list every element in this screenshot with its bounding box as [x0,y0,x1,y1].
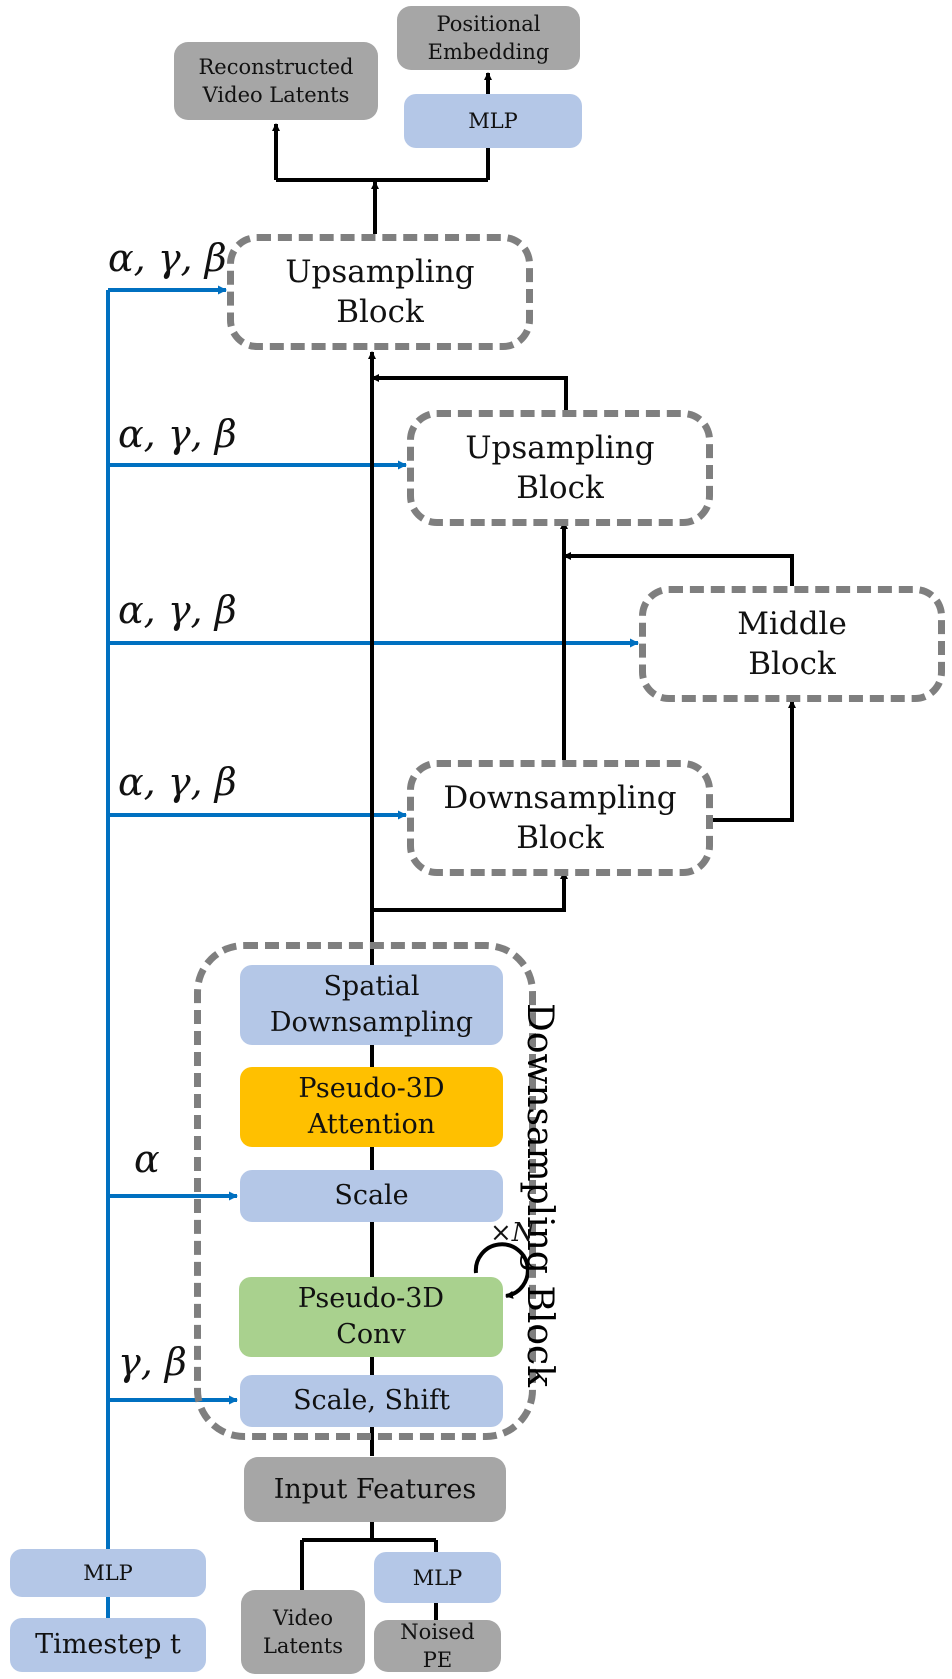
label-alpha-gamma-beta-3: α, γ, β [118,588,237,632]
data-flow-lines [272,72,796,1620]
scale-box: Scale [240,1170,503,1222]
label-alpha: α [134,1137,160,1181]
upsampling-block-1: Upsampling Block [227,234,533,350]
upsampling-block-2: Upsampling Block [407,410,713,526]
downsampling-block: Downsampling Block [407,760,713,876]
downsampling-block-vertical-label: Downsampling Block [519,1003,561,1387]
spatial-downsampling-box: Spatial Downsampling [240,965,503,1045]
input-features-box: Input Features [244,1457,506,1522]
mlp-top-box: MLP [404,94,582,148]
positional-embedding-box: Positional Embedding [397,6,580,70]
downsampling-block-detail-group [194,942,536,1440]
middle-block: Middle Block [639,586,945,702]
video-latents-box: Video Latents [241,1590,365,1674]
label-repeat-n: ×N [490,1218,535,1248]
mlp-right-box: MLP [374,1552,501,1603]
label-alpha-gamma-beta-2: α, γ, β [118,412,237,456]
label-gamma-beta: γ, β [118,1340,187,1384]
scale-shift-box: Scale, Shift [240,1375,503,1427]
pseudo-3d-attention-box: Pseudo-3D Attention [240,1067,503,1147]
mlp-left-box: MLP [10,1549,206,1597]
label-alpha-gamma-beta-1: α, γ, β [108,236,227,280]
label-alpha-gamma-beta-4: α, γ, β [118,760,237,804]
timestep-box: Timestep t [10,1618,206,1672]
noised-pe-box: Noised PE [374,1620,501,1672]
conditioning-lines [106,285,639,1618]
reconstructed-video-latents-box: Reconstructed Video Latents [174,42,378,120]
pseudo-3d-conv-box: Pseudo-3D Conv [239,1277,503,1357]
